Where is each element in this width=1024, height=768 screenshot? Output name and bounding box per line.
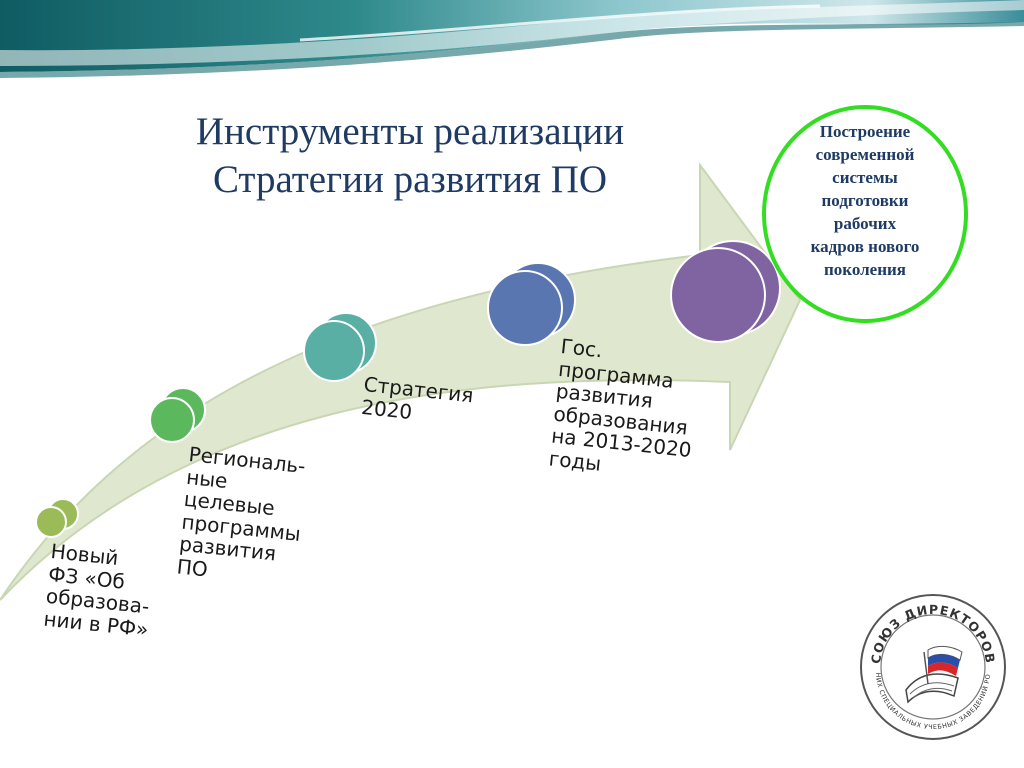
goal-line: Построение	[819, 121, 911, 141]
seal-icon: СОЮЗ ДИРЕКТОРОВ СРЕДНИХ СПЕЦИАЛЬНЫХ УЧЕБ…	[858, 592, 1006, 740]
goal-circle: Построение современной системы подготовк…	[762, 105, 968, 323]
goal-line: рабочих	[833, 213, 897, 233]
goal-line: подготовки	[821, 190, 909, 210]
milestone-3-icon	[303, 312, 377, 382]
goal-line: поколения	[823, 259, 906, 279]
step-label-1: Новый ФЗ «Об образова- нии в РФ»	[43, 539, 157, 641]
milestone-1-icon	[35, 498, 79, 538]
goal-line: кадров нового	[810, 236, 920, 256]
header-banner	[0, 0, 1024, 78]
title-line-2: Стратегии развития ПО	[212, 158, 608, 201]
goal-line: системы	[832, 167, 898, 187]
page-title: Инструменты реализации Стратегии развити…	[120, 108, 700, 204]
goal-line: современной	[815, 144, 915, 164]
step-label-4: Гос. программа развития образования на 2…	[548, 334, 702, 484]
milestone-5-icon	[670, 240, 781, 343]
title-line-1: Инструменты реализации	[195, 110, 625, 153]
goal-text: Построение современной системы подготовк…	[797, 120, 934, 281]
step-label-2: Региональ- ные целевые программы развити…	[176, 442, 309, 590]
milestone-2-icon	[149, 387, 206, 443]
milestone-4-icon	[487, 262, 576, 346]
